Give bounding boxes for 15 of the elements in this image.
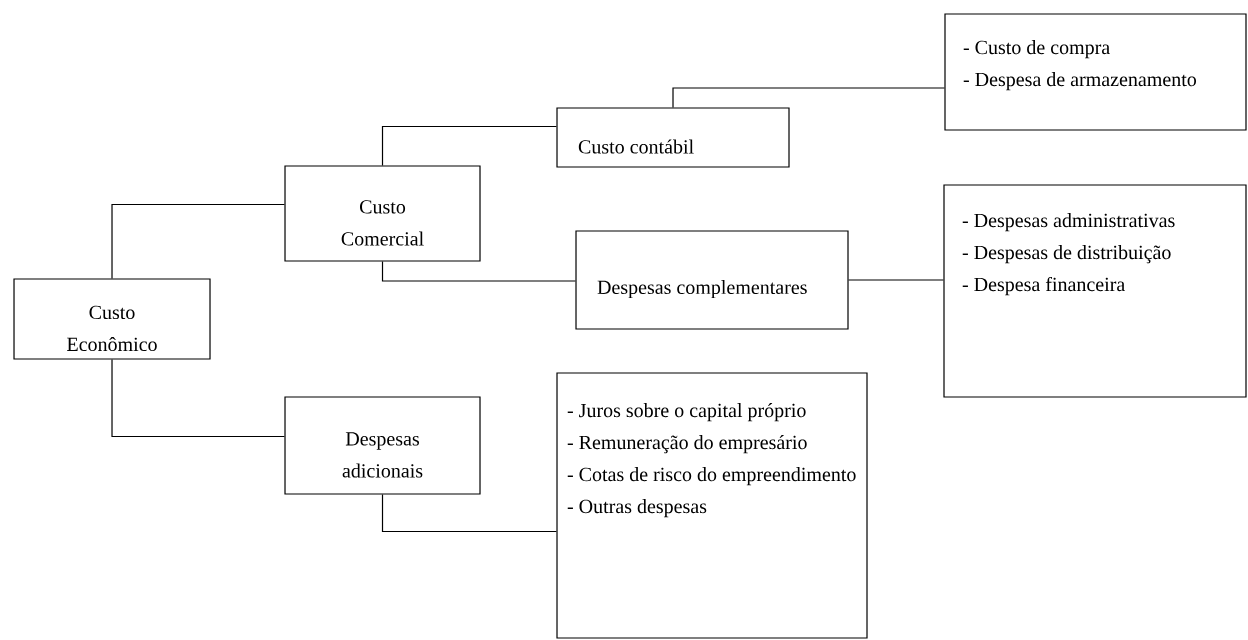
connector-line [381,261,576,282]
connector-line [381,125,557,166]
connector-line [111,359,285,438]
connector-line [848,279,944,281]
connector-line [381,493,557,533]
process-box: Despesas complementares [575,230,849,330]
process-box: Custo Comercial [284,165,481,262]
process-box: Custo contábil [556,107,790,168]
list-box: - Juros sobre o capital próprio - Remuneração do empresário - Cotas de risco do empreendimento - Outras despesas [556,372,868,639]
list-box: - Custo de compra - Despesa de armazenamento [944,13,1247,131]
process-box: Despesas adicionais [284,396,481,495]
list-box: - Despesas administrativas - Despesas de distribuição - Despesa financeira [943,184,1247,398]
connector-line [672,87,945,108]
connector-line [111,203,285,279]
process-box: Custo Econômico [13,278,211,360]
